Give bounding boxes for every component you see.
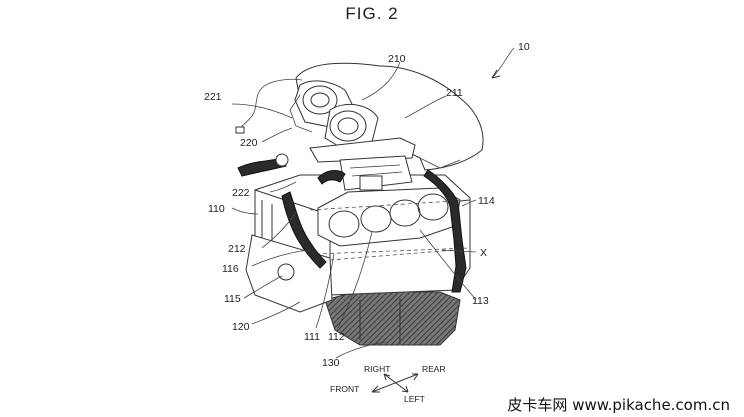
ref-label-111: 111 xyxy=(304,331,320,343)
ref-label-116: 116 xyxy=(222,263,239,275)
figure-title: FIG. 2 xyxy=(345,4,399,23)
crank-pulley-115 xyxy=(277,263,295,281)
reference-numerals: 10 210 211 221 220 222 110 212 116 115 1… xyxy=(204,41,530,369)
ref-label-10: 10 xyxy=(518,41,530,53)
dir-rear: REAR xyxy=(422,364,446,374)
ref-label-210: 210 xyxy=(388,53,406,65)
ref-label-221: 221 xyxy=(204,91,222,103)
cylinder-deck xyxy=(309,187,471,261)
dir-right: RIGHT xyxy=(364,364,390,374)
ref-label-113: 113 xyxy=(472,295,489,307)
ref-label-110: 110 xyxy=(208,203,225,215)
ref-label-112: 112 xyxy=(328,331,345,343)
watermark: 皮卡车网 www.pikache.com.cn xyxy=(507,396,730,414)
dir-front: FRONT xyxy=(330,384,359,394)
ref-label-212: 212 xyxy=(228,243,246,255)
coolant-hoses xyxy=(237,153,467,293)
oil-pan-130 xyxy=(324,291,461,346)
leader-lines xyxy=(231,47,515,359)
direction-compass: RIGHT REAR FRONT LEFT xyxy=(330,364,446,404)
dir-left: LEFT xyxy=(404,394,425,404)
turbocharger-assembly xyxy=(289,80,416,191)
ref-label-115: 115 xyxy=(224,293,241,305)
ref-label-130: 130 xyxy=(322,357,340,369)
ref-label-120: 120 xyxy=(232,321,250,333)
ref-label-220: 220 xyxy=(240,137,258,149)
wiring-harness-221 xyxy=(235,78,303,134)
ref-label-114: 114 xyxy=(478,195,495,207)
ref-label-222: 222 xyxy=(232,187,250,199)
ref-label-x: X xyxy=(480,247,487,259)
ref-label-211: 211 xyxy=(446,87,463,99)
